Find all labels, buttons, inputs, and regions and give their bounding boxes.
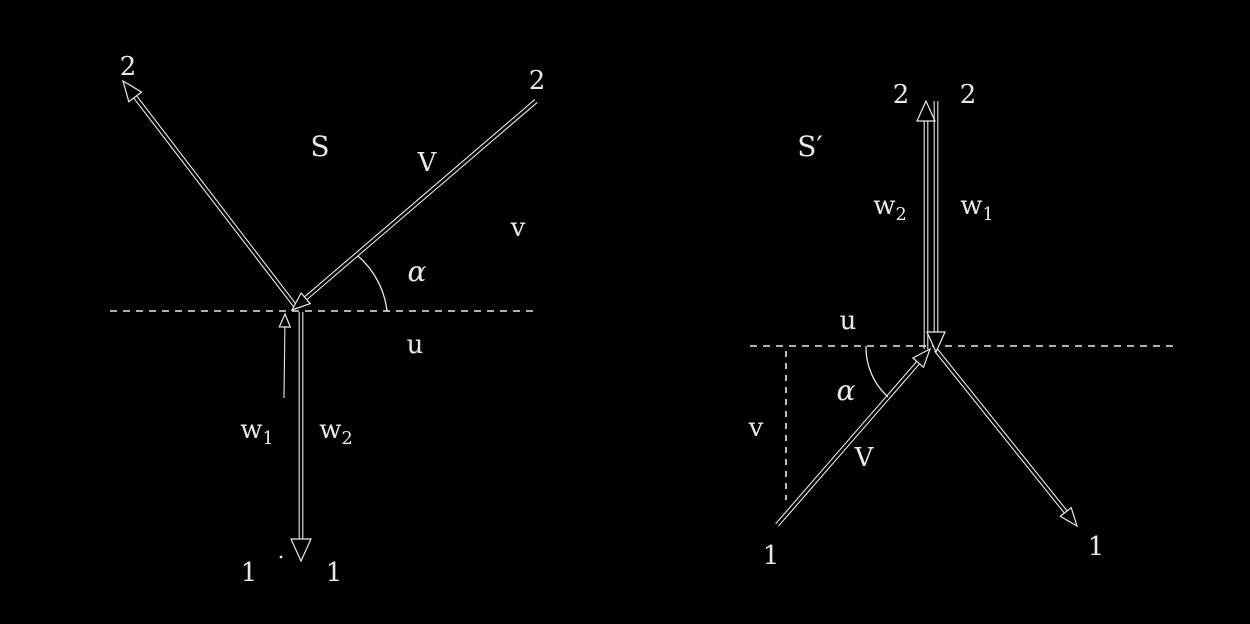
label-vector-V-left: V <box>417 148 437 178</box>
label-particle1-left-left: 1 <box>240 558 258 588</box>
label-w2-left: w2 <box>319 415 353 450</box>
label-particle1-left-right: 1 <box>762 541 780 571</box>
label-particle1-right-left: 1 <box>325 558 343 588</box>
label-w1-left: w1 <box>240 415 274 450</box>
label-particle2-right-right: 2 <box>959 80 977 110</box>
vector-w1-left <box>278 312 292 399</box>
label-frame-s-prime: S′ <box>797 130 823 163</box>
alpha-angle-arc-right <box>865 345 889 398</box>
vector-V-incoming-right <box>775 347 932 527</box>
label-particle1-right-right: 1 <box>1087 532 1105 562</box>
label-speed-v-right: v <box>748 413 764 443</box>
label-speed-v-left: v <box>510 213 526 243</box>
vector-particle2-after-left <box>122 79 298 309</box>
label-particle2-out-left: 2 <box>119 52 137 82</box>
vector-w2-up-right <box>916 99 936 349</box>
small-dot <box>279 555 283 559</box>
label-speed-u-left: u <box>406 330 424 360</box>
vector-V-incoming-left <box>290 99 538 312</box>
label-particle2-in-left: 2 <box>528 66 546 96</box>
vector-w2-left <box>290 312 312 563</box>
label-alpha-right: α <box>836 374 856 407</box>
label-vector-V-right: V <box>854 443 874 473</box>
vector-w1-down-right <box>926 101 946 354</box>
label-w2-right: w2 <box>873 191 907 226</box>
label-speed-u-right: u <box>839 306 857 336</box>
vector-particle1-after-right <box>934 348 1079 528</box>
label-w1-right: w1 <box>960 191 994 226</box>
label-alpha-left: α <box>407 255 427 288</box>
alpha-angle-arc-left <box>357 255 388 312</box>
label-particle2-left-right: 2 <box>892 80 910 110</box>
label-frame-s: S <box>310 130 330 163</box>
